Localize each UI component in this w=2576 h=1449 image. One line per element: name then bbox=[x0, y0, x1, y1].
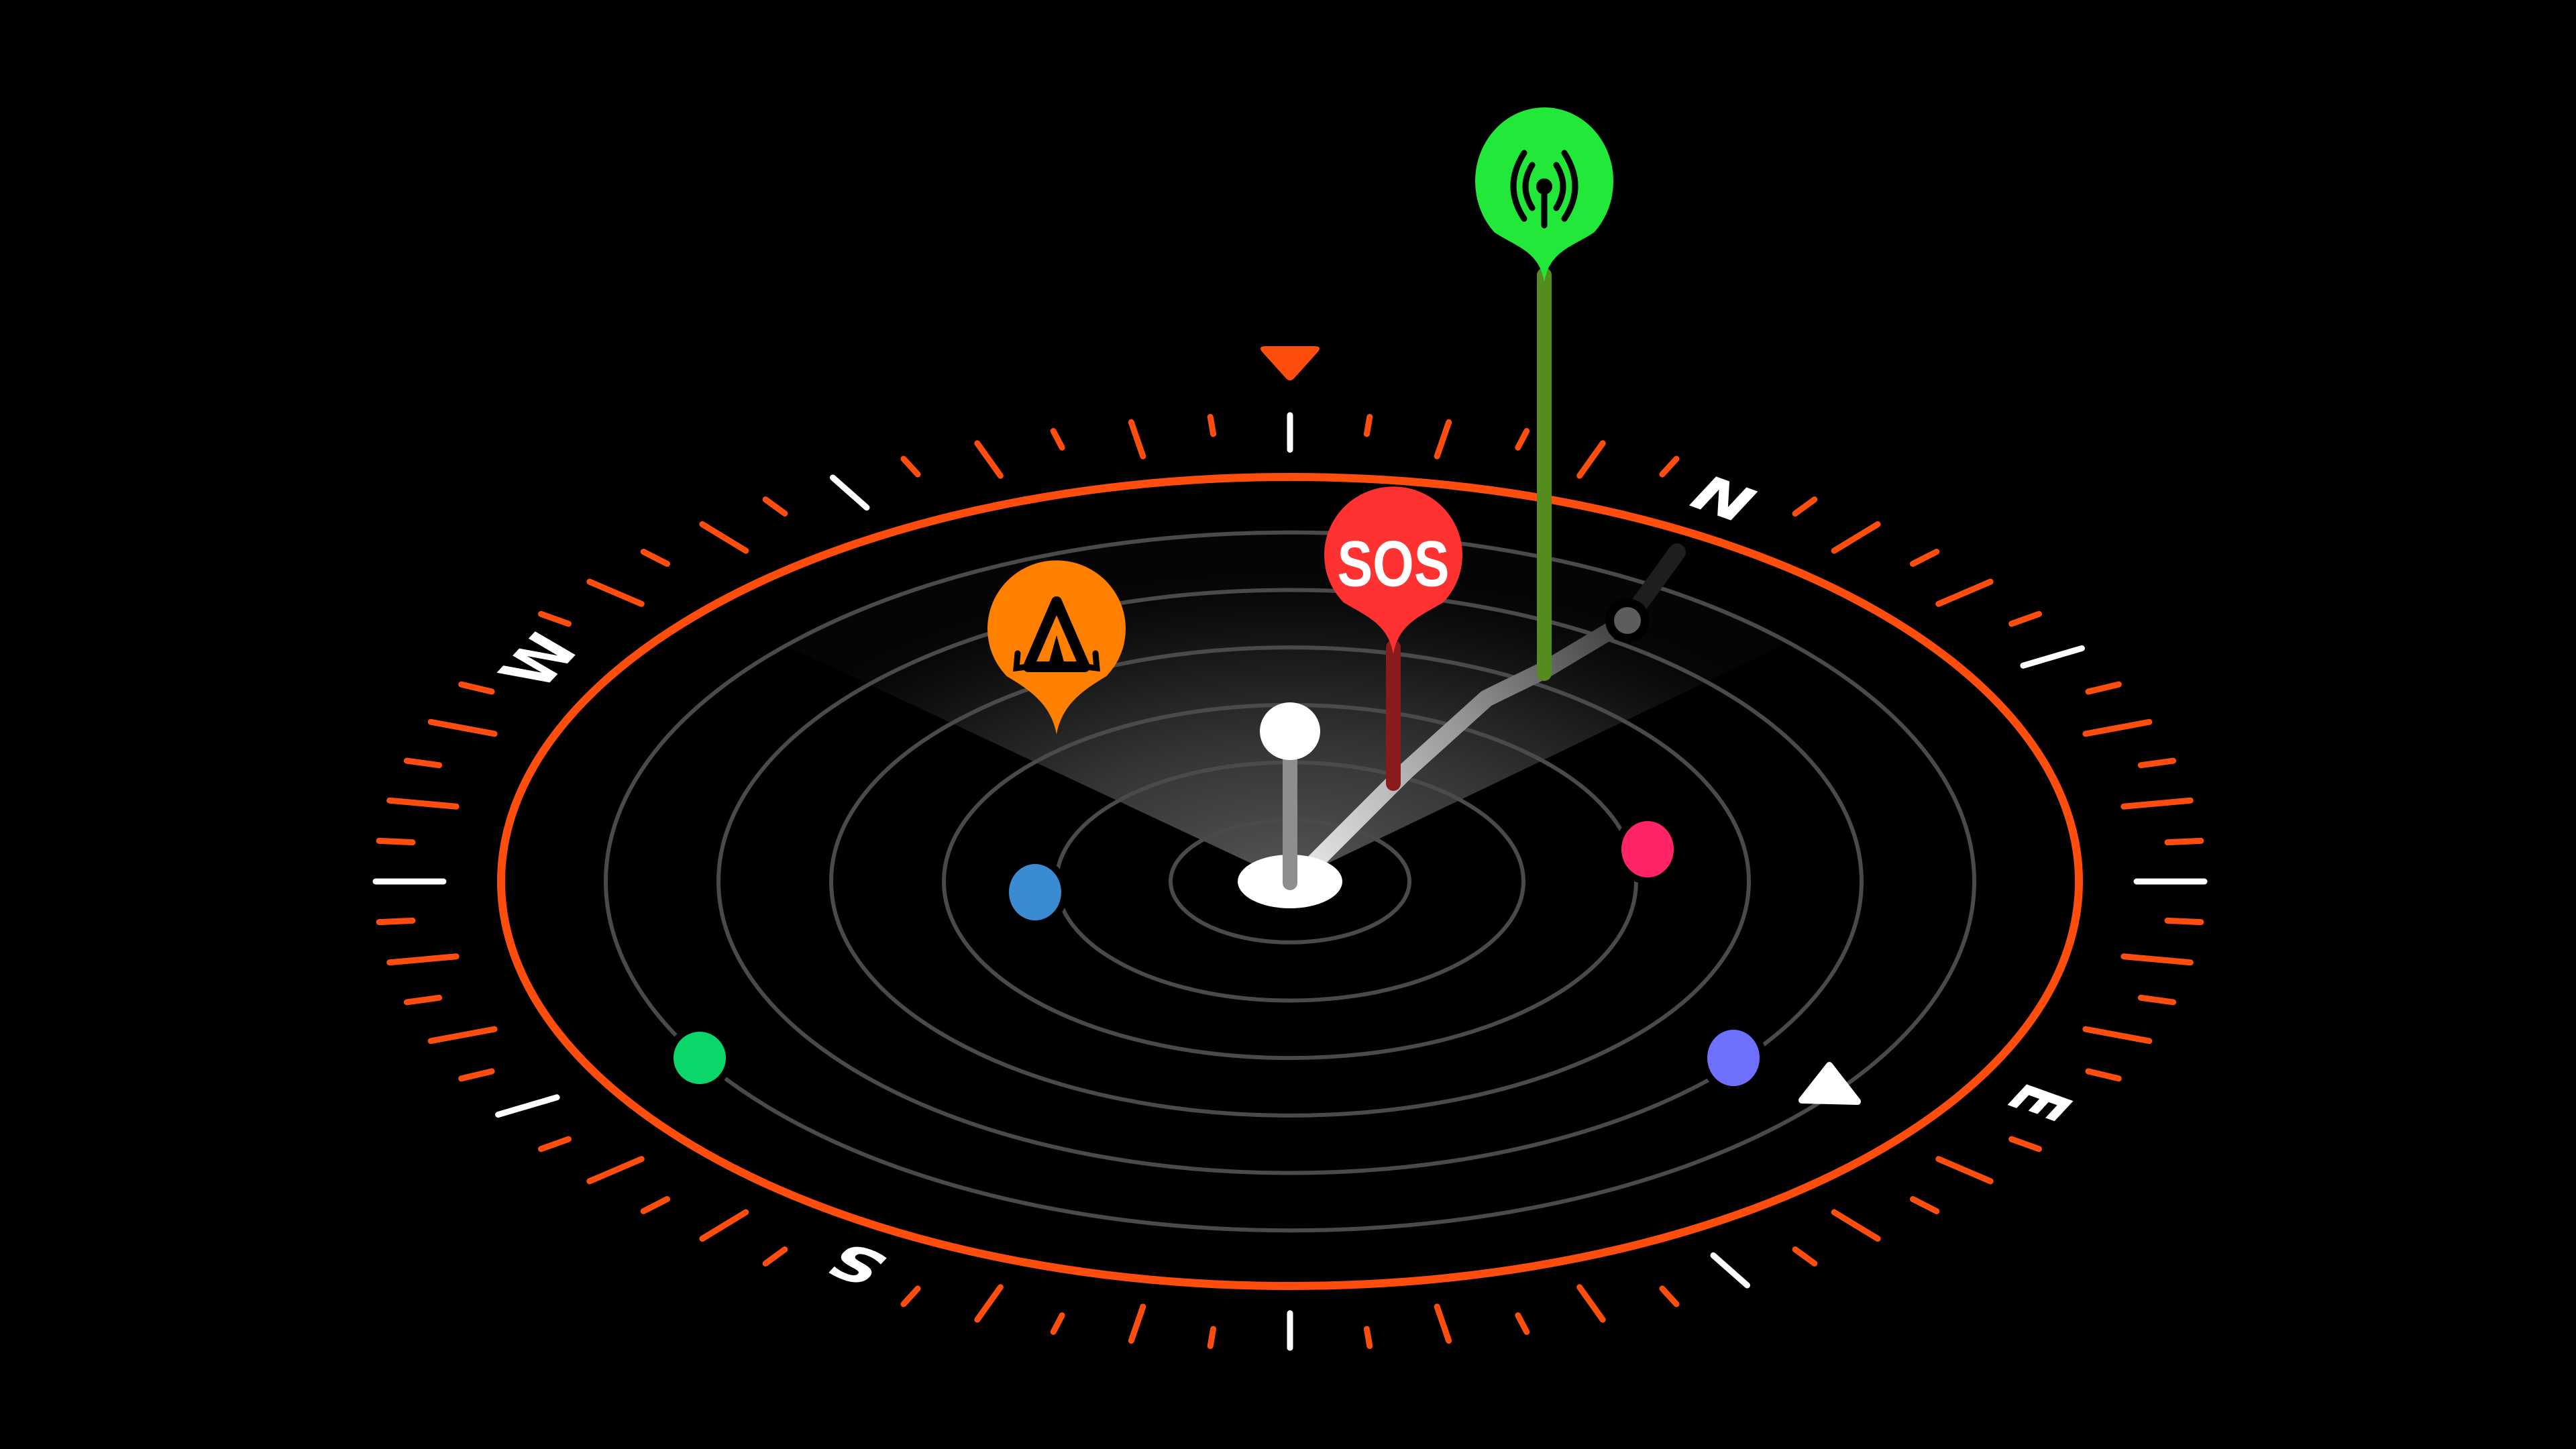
minor-tick bbox=[1831, 1209, 1881, 1242]
pink-dot[interactable] bbox=[1615, 814, 1680, 884]
minor-tick bbox=[762, 1246, 788, 1267]
minor-tick bbox=[1128, 419, 1146, 460]
minor-tick bbox=[386, 797, 460, 810]
cardinal-n: N bbox=[1674, 466, 1771, 532]
minor-tick bbox=[699, 1209, 749, 1242]
cellular-signal-pin[interactable] bbox=[1475, 107, 1613, 681]
minor-tick bbox=[1935, 578, 1994, 607]
minor-tick bbox=[2085, 1068, 2122, 1082]
minor-tick bbox=[2164, 837, 2204, 846]
minor-tick bbox=[1659, 455, 1680, 478]
major-tick bbox=[495, 1094, 560, 1118]
minor-tick bbox=[2085, 681, 2122, 695]
minor-tick bbox=[537, 610, 572, 627]
cardinal-e: E bbox=[1990, 1075, 2090, 1129]
blue-dot[interactable] bbox=[1002, 857, 1068, 927]
purple-dot[interactable] bbox=[1701, 1023, 1766, 1093]
minor-tick bbox=[900, 455, 921, 478]
minor-tick bbox=[1935, 1156, 1994, 1185]
minor-tick bbox=[586, 1156, 645, 1185]
minor-tick bbox=[458, 1068, 495, 1082]
minor-tick bbox=[1909, 548, 1940, 568]
tent-icon bbox=[1013, 596, 1100, 672]
distance-rings bbox=[604, 530, 1976, 1233]
minor-tick bbox=[403, 994, 443, 1006]
minor-tick bbox=[2008, 610, 2043, 627]
fov-wedge bbox=[651, 533, 1917, 881]
backtrack-path bbox=[1297, 543, 1686, 879]
minor-tick bbox=[1792, 1246, 1818, 1267]
sos-pin-head[interactable] bbox=[1324, 486, 1462, 654]
minor-tick bbox=[427, 1026, 498, 1044]
minor-tick bbox=[640, 548, 671, 568]
minor-tick bbox=[1792, 496, 1818, 517]
compass-tick-marks bbox=[372, 412, 2208, 1351]
minor-tick bbox=[2137, 994, 2177, 1006]
sos-label: SOS bbox=[1337, 527, 1449, 600]
minor-tick bbox=[900, 1285, 921, 1307]
minor-tick bbox=[1659, 1285, 1680, 1307]
track-waypoint-core bbox=[1614, 607, 1641, 634]
sos-pin[interactable]: SOS bbox=[1324, 486, 1462, 791]
minor-tick bbox=[376, 837, 416, 846]
minor-tick bbox=[1207, 414, 1217, 437]
green-dot[interactable] bbox=[667, 1025, 733, 1091]
minor-tick bbox=[2008, 1136, 2043, 1152]
minor-tick bbox=[458, 681, 495, 695]
minor-tick bbox=[762, 496, 788, 517]
minor-tick bbox=[1050, 428, 1065, 451]
minor-tick bbox=[1128, 1303, 1146, 1344]
distance-ring bbox=[716, 588, 1864, 1175]
distance-ring bbox=[604, 530, 1976, 1233]
cardinal-w: W bbox=[483, 626, 598, 696]
minor-tick bbox=[537, 1136, 572, 1152]
major-tick bbox=[830, 474, 870, 511]
minor-tick bbox=[2082, 718, 2153, 737]
minor-tick bbox=[1576, 1284, 1606, 1323]
minor-tick bbox=[1363, 414, 1373, 437]
minor-tick bbox=[1909, 1195, 1940, 1215]
minor-tick bbox=[1831, 521, 1881, 554]
waypoint-pins: SOS bbox=[987, 107, 1613, 791]
minor-tick bbox=[386, 953, 460, 966]
minor-tick bbox=[699, 521, 749, 554]
heading-indicator-icon bbox=[1260, 346, 1320, 380]
minor-tick bbox=[1050, 1312, 1065, 1335]
minor-tick bbox=[2121, 797, 2194, 810]
minor-tick bbox=[376, 917, 416, 926]
minor-tick bbox=[427, 718, 498, 737]
distance-ring bbox=[829, 645, 1751, 1118]
minor-tick bbox=[2164, 917, 2204, 926]
compass-bezel-ring bbox=[497, 473, 2083, 1290]
minor-tick bbox=[1363, 1326, 1373, 1349]
minor-tick bbox=[1207, 1326, 1217, 1349]
minor-tick bbox=[1515, 1312, 1530, 1335]
location-dots bbox=[667, 814, 1766, 1093]
minor-tick bbox=[586, 578, 645, 607]
minor-tick bbox=[1576, 440, 1606, 479]
cardinal-s: S bbox=[813, 1232, 902, 1295]
field-of-view-cone bbox=[651, 533, 1917, 881]
minor-tick bbox=[1515, 428, 1530, 451]
minor-tick bbox=[1434, 1303, 1452, 1344]
minor-tick bbox=[1434, 419, 1452, 460]
major-tick bbox=[1710, 1252, 1750, 1289]
minor-tick bbox=[974, 440, 1004, 479]
elevation-marker bbox=[1260, 702, 1320, 890]
track-line bbox=[1297, 612, 1636, 879]
major-tick bbox=[2020, 645, 2085, 669]
elevation-ball[interactable] bbox=[1260, 702, 1320, 760]
minor-tick bbox=[640, 1195, 671, 1215]
campsite-pin[interactable] bbox=[987, 560, 1126, 735]
minor-tick bbox=[2137, 757, 2177, 769]
minor-tick bbox=[974, 1284, 1004, 1323]
minor-tick bbox=[403, 757, 443, 769]
minor-tick bbox=[2121, 953, 2194, 966]
backtrack-arrow-icon[interactable] bbox=[1799, 1062, 1861, 1105]
minor-tick bbox=[2082, 1026, 2153, 1044]
antenna-icon bbox=[1510, 150, 1578, 229]
